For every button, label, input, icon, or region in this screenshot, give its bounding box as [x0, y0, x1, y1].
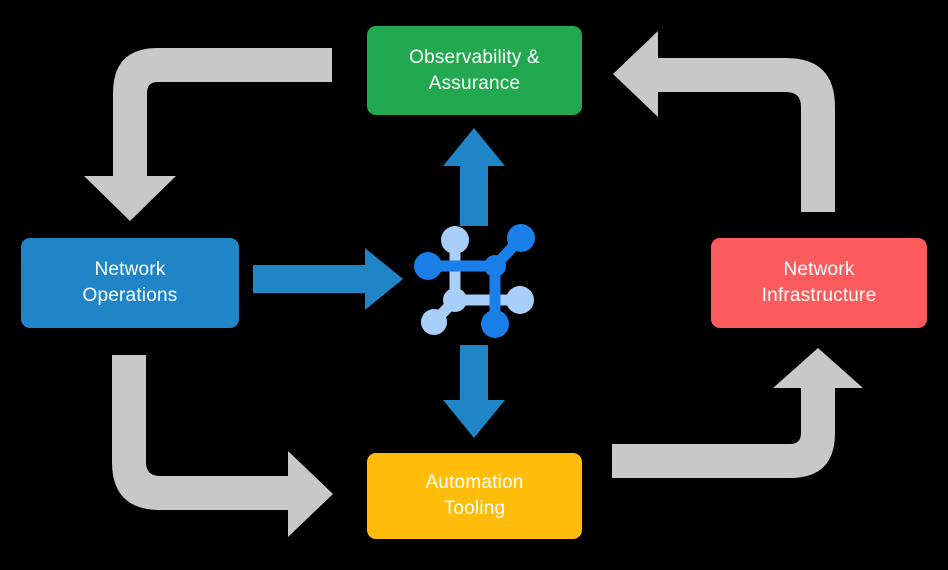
topology-nodes-primary — [414, 224, 535, 338]
node-box-network-infrastructure[interactable]: Network Infrastructure — [711, 238, 927, 328]
node-box-network-operations[interactable]: Network Operations — [21, 238, 239, 328]
flow-arrow-network-operations-to-automation-tooling — [112, 355, 333, 537]
flow-arrow-automation-tooling-to-network-infrastructure — [612, 348, 863, 478]
center-arrow-down-to-automation-tooling — [443, 345, 505, 438]
center-arrow-right-from-network-operations — [253, 248, 403, 310]
flow-arrow-network-infrastructure-to-observability — [613, 31, 835, 212]
flow-arrow-observability-to-network-operations — [84, 48, 332, 221]
node-box-automation-tooling[interactable]: Automation Tooling — [367, 453, 582, 539]
center-arrow-up-to-observability — [443, 128, 505, 226]
node-box-observability[interactable]: Observability & Assurance — [367, 26, 582, 115]
topology-nodes-secondary — [421, 226, 534, 335]
network-topology-icon — [414, 224, 535, 338]
